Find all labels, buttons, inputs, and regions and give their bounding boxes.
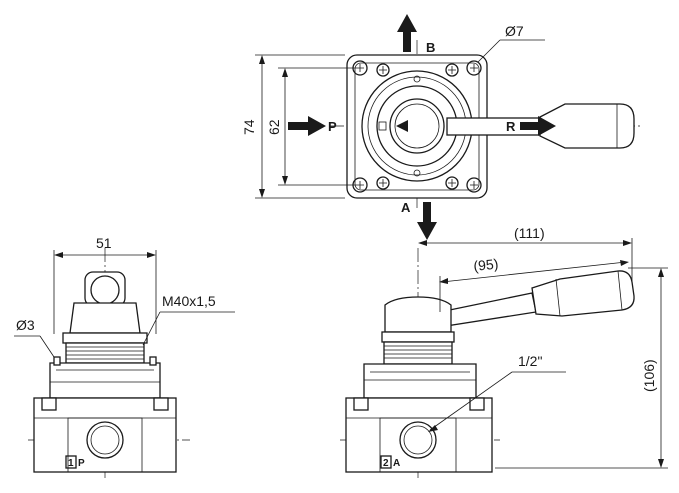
- dim-106: (106): [641, 359, 657, 392]
- dim-62: 62: [266, 119, 282, 135]
- port-label-a: A: [401, 200, 411, 215]
- arrow-down-a-icon: [417, 202, 437, 240]
- arrow-right-p-icon: [288, 116, 326, 136]
- side-view: 2 A (111) (95) (106) 1/2": [340, 225, 668, 478]
- side-badge-num: 2: [383, 458, 389, 469]
- corner-screws: [352, 60, 482, 193]
- arrow-right-r-icon: [520, 116, 556, 136]
- dim-111: (111): [514, 225, 545, 241]
- front-badge-letter: P: [78, 458, 85, 469]
- arrow-up-b-icon: [397, 14, 417, 52]
- port-label-r: R: [506, 119, 516, 134]
- dim-95: (95): [473, 255, 499, 274]
- front-view: 1 P 51 M40x1,5 Ø3: [14, 235, 235, 478]
- top-view: B P A R 74 62 Ø7: [241, 14, 640, 240]
- dim-hole-diameter: Ø7: [505, 23, 524, 39]
- dim-thread: M40x1,5: [162, 293, 216, 309]
- port-label-b: B: [426, 40, 435, 55]
- dim-port-size: 1/2": [518, 353, 542, 369]
- port-label-p: P: [328, 119, 337, 134]
- dim-74: 74: [241, 119, 257, 135]
- dim-pin-diameter: Ø3: [16, 317, 35, 333]
- side-badge-letter: A: [393, 458, 400, 469]
- front-badge-num: 1: [68, 458, 74, 469]
- dim-51: 51: [96, 235, 112, 251]
- top-lever: [394, 103, 635, 149]
